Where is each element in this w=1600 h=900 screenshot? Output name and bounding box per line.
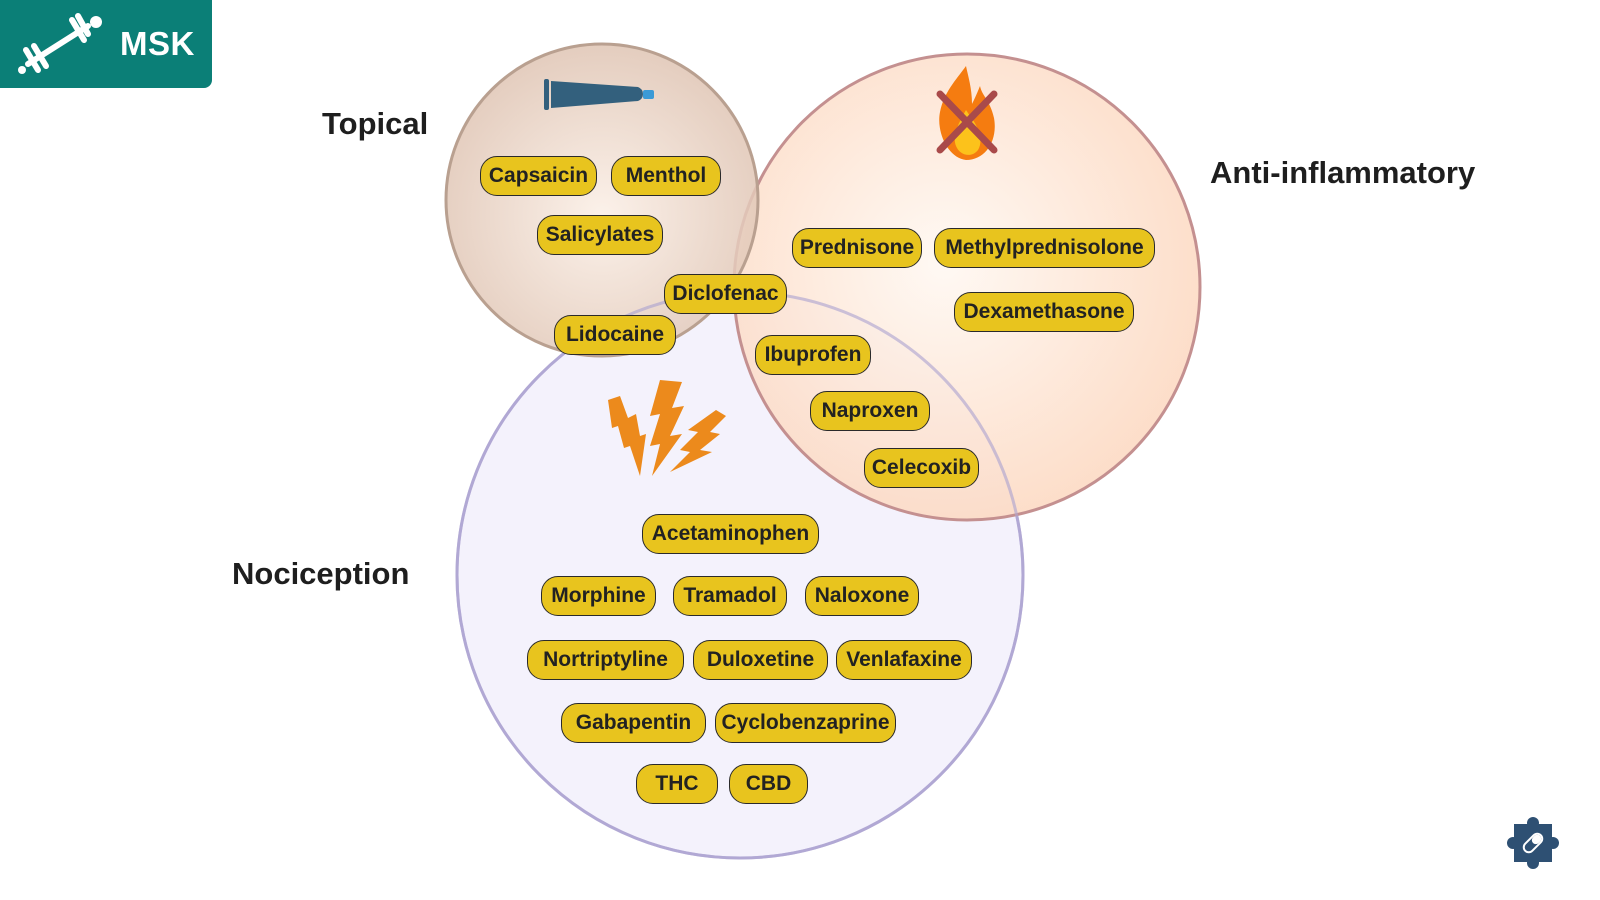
lightning-icon <box>608 380 726 476</box>
anti-inflammatory-label: Anti-inflammatory <box>1210 155 1476 190</box>
drug-pill-prednisone: Prednisone <box>792 228 922 268</box>
drug-pill-duloxetine: Duloxetine <box>693 640 828 680</box>
topical-label: Topical <box>322 106 429 141</box>
drug-pill-menthol: Menthol <box>611 156 721 196</box>
drug-pill-venlafaxine: Venlafaxine <box>836 640 972 680</box>
drug-pill-acetaminophen: Acetaminophen <box>642 514 819 554</box>
drug-pill-naloxone: Naloxone <box>805 576 919 616</box>
drug-pill-tramadol: Tramadol <box>673 576 787 616</box>
nociception-label: Nociception <box>232 556 410 591</box>
cream-tube-icon <box>544 79 654 110</box>
drug-pill-lidocaine: Lidocaine <box>554 315 676 355</box>
drug-pill-gabapentin: Gabapentin <box>561 703 706 743</box>
drug-pill-dexamethasone: Dexamethasone <box>954 292 1134 332</box>
drug-pill-cyclobenzaprine: Cyclobenzaprine <box>715 703 896 743</box>
syringe-icon <box>18 13 102 74</box>
puzzle-pill-icon <box>1507 817 1559 869</box>
drug-pill-morphine: Morphine <box>541 576 656 616</box>
drug-pill-ibuprofen: Ibuprofen <box>755 335 871 375</box>
badge-label: MSK <box>120 25 195 62</box>
drug-pill-diclofenac: Diclofenac <box>664 274 787 314</box>
msk-badge: MSK <box>0 0 212 88</box>
drug-pill-cbd: CBD <box>729 764 808 804</box>
drug-pill-salicylates: Salicylates <box>537 215 663 255</box>
drug-pill-celecoxib: Celecoxib <box>864 448 979 488</box>
drug-pill-methylprednisolone: Methylprednisolone <box>934 228 1155 268</box>
drug-pill-naproxen: Naproxen <box>810 391 930 431</box>
drug-pill-capsaicin: Capsaicin <box>480 156 597 196</box>
drug-pill-nortriptyline: Nortriptyline <box>527 640 684 680</box>
drug-pill-thc: THC <box>636 764 718 804</box>
crossed-fire-icon <box>936 66 998 160</box>
